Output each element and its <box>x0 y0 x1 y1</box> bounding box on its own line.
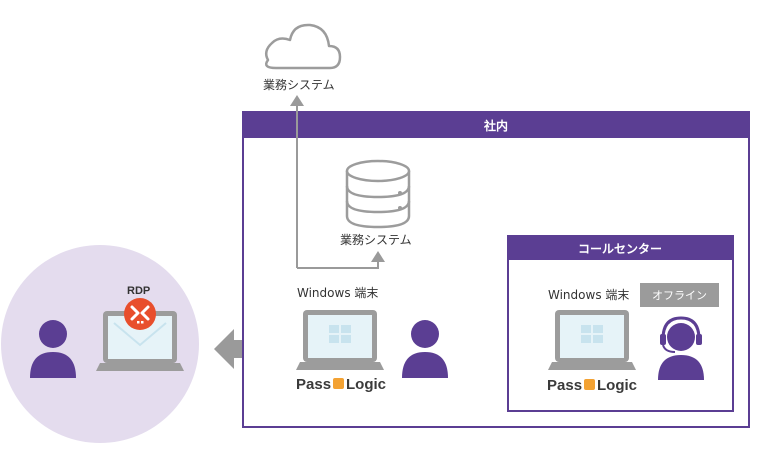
callcenter-header <box>508 236 733 260</box>
office-header <box>243 112 749 138</box>
callcenter-header-label: コールセンター <box>578 242 662 256</box>
office-passlogic-logo: Pass Logic <box>296 376 386 393</box>
rdp-icon <box>124 298 156 330</box>
operator-headset-icon <box>658 316 704 380</box>
connector-lines <box>290 95 385 269</box>
cloud-icon <box>264 23 342 70</box>
remote-area <box>1 245 199 443</box>
cc-passlogic-left: Pass <box>547 377 582 394</box>
cc-passlogic-right: Logic <box>597 377 637 394</box>
office-laptop-icon <box>296 310 384 370</box>
callcenter-windows-label: Windows 端末 <box>548 288 629 302</box>
callcenter-passlogic-logo: Pass Logic <box>547 377 637 394</box>
offline-badge-label: オフライン <box>652 289 707 302</box>
passlogic-right: Logic <box>346 376 386 393</box>
office-windows-label: Windows 端末 <box>297 286 378 300</box>
db-label: 業務システム <box>340 233 412 247</box>
offline-badge <box>640 283 719 307</box>
rdp-label: RDP <box>127 285 150 297</box>
remote-laptop-icon <box>96 311 184 371</box>
database-icon <box>345 159 411 229</box>
callcenter-laptop-icon <box>548 310 636 370</box>
passlogic-left: Pass <box>296 376 331 393</box>
office-header-label: 社内 <box>483 118 508 133</box>
cloud-label: 業務システム <box>263 78 335 92</box>
